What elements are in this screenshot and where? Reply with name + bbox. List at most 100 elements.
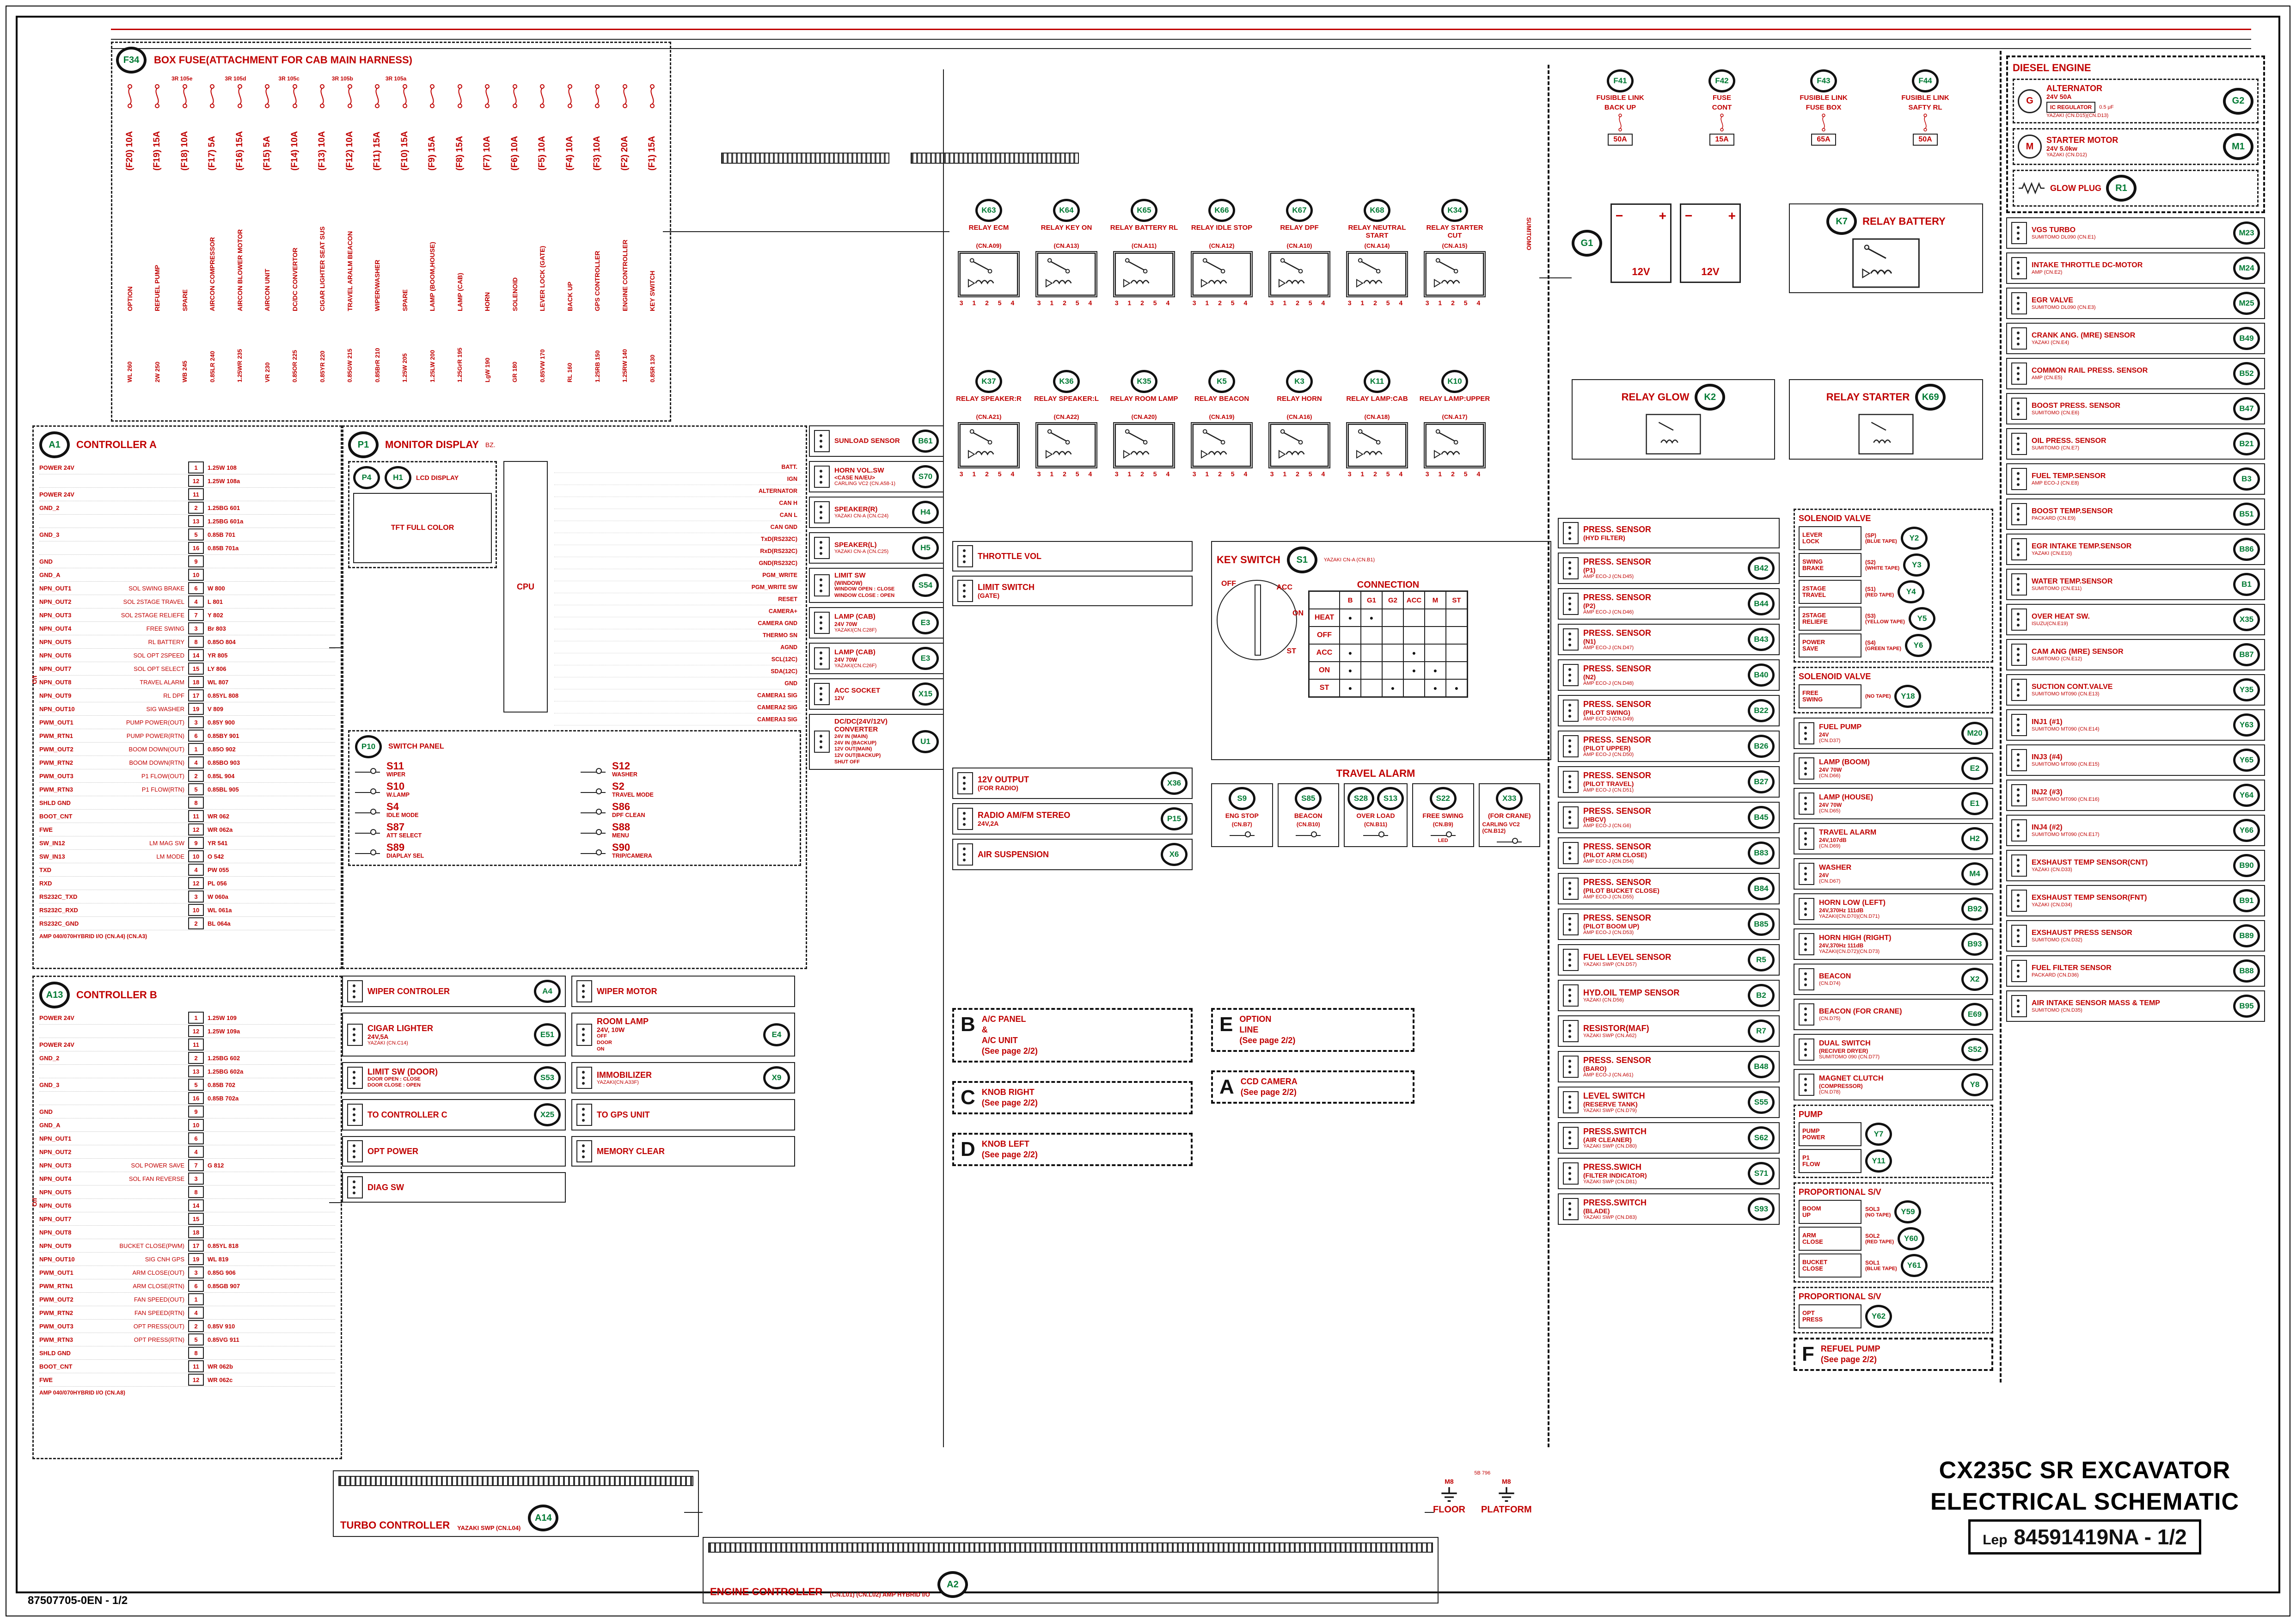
travel-alarm-switch-group: TRAVEL ALARM S9 ENG STOP (CN.B7) S85	[1211, 768, 1540, 847]
connection-table-title: CONNECTION	[1357, 580, 1420, 590]
connector-stub-icon	[1799, 1074, 1814, 1096]
component-connector: SUMITOMO (CN.E12)	[2032, 656, 2082, 662]
pin-signal: GND_2	[39, 1054, 60, 1062]
component-name: OPT POWER	[367, 1147, 419, 1156]
dial-position-acc: ACC	[1276, 584, 1292, 591]
relay-connector: (CN.A11)	[1131, 242, 1157, 249]
component-card: PRESS. SENSOR (N1) AMP ECO-J (CN.D47) B4…	[1558, 624, 1780, 655]
connection-cell	[1382, 627, 1403, 644]
switch-card[interactable]: S22 FREE SWING (CN.B9) LED	[1412, 783, 1474, 847]
panel-switch[interactable]: S4 IDLE MODE	[355, 800, 569, 820]
radio-group: 12V OUTPUT (FOR RADIO) X36 RADIO AM/FM S…	[952, 768, 1193, 870]
connector-stub-icon	[1563, 1198, 1579, 1220]
connection-cell	[1446, 609, 1467, 627]
component-card: MAGNET CLUTCH (COMPRESSOR) (CN.D78) Y8	[1794, 1069, 1993, 1100]
component-name: PRESS. SENSOR	[1583, 842, 1652, 851]
key-switch-dial[interactable]: OFF ACC ON ST	[1217, 580, 1304, 660]
panel-switch[interactable]: S2 TRAVEL MODE	[581, 780, 794, 800]
panel-switch[interactable]: S87 ATT SELECT	[355, 820, 569, 841]
component-card: AIR SUSPENSION X6	[952, 839, 1193, 870]
panel-switch[interactable]: S89 DIAPLAY SEL	[355, 841, 569, 861]
connector-stub-icon	[576, 1104, 592, 1126]
fuse-function: BACK UP	[566, 282, 574, 311]
panel-switch[interactable]: S11 WIPER	[355, 759, 569, 780]
pin-signal: NPN_OUT9	[39, 692, 72, 699]
component-sub: 24V,370Hz 111dB	[1819, 907, 1864, 914]
component-sub: (P1)	[1583, 566, 1596, 574]
panel-switch[interactable]: S10 W.LAMP	[355, 780, 569, 800]
wire	[111, 29, 2251, 30]
valve-tape: (GREEN TAPE)	[1865, 646, 1902, 651]
component-card: CAM ANG (MRE) SENSOR SUMITOMO (CN.E12) B…	[2006, 639, 2265, 671]
component-ref: B51	[2233, 503, 2260, 526]
component-name: TO CONTROLLER C	[367, 1110, 447, 1120]
option-line: (See page 2/2)	[981, 1150, 1038, 1159]
panel-switch[interactable]: S90 TRIP/CAMERA	[581, 841, 794, 861]
switch-card[interactable]: X33 (FOR CRANE) CARLING VC2 (CN.B12)	[1478, 783, 1540, 847]
component-sub: 24V 70W	[1819, 766, 1842, 773]
fuse-id: (F5) 10A	[537, 136, 547, 171]
connector-stub-icon	[814, 574, 830, 597]
panel-switch[interactable]: S12 WASHER	[581, 759, 794, 780]
turbo-controller: TURBO CONTROLLER YAZAKI SWP (CN.L04) A14	[333, 1470, 699, 1537]
relay-card: K64 RELAY KEY ON (CN.A13) 3 1 2 5 4	[1030, 199, 1103, 307]
fuse-function: OPTION	[126, 286, 134, 311]
panel-switch[interactable]: S88 MENU	[581, 820, 794, 841]
fuse-item: (F9) 15A LAMP (BOOM,HOUSE) 1.25LW 200	[419, 84, 447, 417]
pin-signal: TXD	[39, 866, 51, 873]
pin-signal: BOOT_CNT	[39, 1363, 73, 1370]
component-ref: Y63	[2233, 713, 2260, 737]
relay-connector: (CN.A22)	[1053, 413, 1079, 420]
controller-pin-row: SHLD GND 8	[39, 1346, 335, 1360]
relay-icon	[1035, 422, 1097, 468]
relay-card: K37 RELAY SPEAKER:R (CN.A21) 3 1 2 5 4	[952, 370, 1025, 478]
title-line2: ELECTRICAL SCHEMATIC	[1930, 1488, 2240, 1515]
component-card: OPT POWER	[342, 1136, 566, 1167]
connector-stub-icon	[814, 466, 830, 488]
component-note-line: DOOR CLOSE : OPEN	[367, 1082, 421, 1088]
pin-number: 12	[188, 1374, 204, 1386]
relay-starter-ref: K69	[1915, 384, 1946, 411]
component-ref: A4	[534, 980, 561, 1003]
switch-card[interactable]: S9 ENG STOP (CN.B7)	[1211, 783, 1273, 847]
switch-card[interactable]: S28 S13 OVER LOAD (CN.B11)	[1344, 783, 1408, 847]
relay-pin-order: 3 1 2 5 4	[1347, 470, 1407, 478]
pin-number: 16	[188, 542, 204, 554]
component-ref: B42	[1748, 557, 1775, 580]
component-name: EGR INTAKE TEMP.SENSOR	[2032, 542, 2132, 551]
title-block: CX235C SR EXCAVATOR ELECTRICAL SCHEMATIC…	[1914, 1456, 2256, 1554]
valve-tape: (BLUE TAPE)	[1865, 1266, 1897, 1272]
connector-stub-icon	[1563, 913, 1579, 935]
connection-column: B	[1340, 591, 1361, 609]
controller-pin-row: POWER 24V 11	[39, 1038, 335, 1051]
ground-symbols: M8 FLOOR M8 P	[1433, 1478, 1532, 1515]
switch-label: MENU	[612, 832, 629, 839]
relay-battery: K7 RELAY BATTERY	[1789, 203, 1983, 293]
component-ref: B49	[2233, 327, 2260, 350]
connection-cell	[1446, 644, 1467, 662]
component-card: MEMORY CLEAR	[571, 1136, 795, 1167]
fuse-wire: 2W 250	[153, 362, 161, 382]
relay-name: RELAY LAMP:CAB	[1346, 395, 1408, 403]
fuse-icon	[127, 84, 132, 108]
fusible-link-sub: BACK UP	[1604, 103, 1636, 111]
component-name: LAMP (BOOM)	[1819, 758, 1870, 767]
switch-id: S2	[612, 780, 625, 792]
valve-line2: PRESS	[1802, 1316, 1823, 1323]
controller-pin-row: RXD 12 PL 056	[39, 877, 335, 890]
panel-switch[interactable]: S86 DPF CLEAN	[581, 800, 794, 820]
pin-function: SIG WASHER	[146, 705, 184, 713]
component-connector: YAZAKI(CN.C26F)	[834, 663, 877, 669]
fusible-link-ref: F42	[1708, 69, 1735, 92]
valve-line1: SWING	[1802, 558, 1823, 565]
switch-card[interactable]: S85 BEACON (CN.B10)	[1277, 783, 1339, 847]
valve-line1: ARM	[1802, 1231, 1816, 1239]
fuse-function: SPARE	[401, 289, 409, 311]
valve-line2: SAVE	[1802, 645, 1818, 652]
free-swing-title: SOLENOID VALVE	[1799, 672, 1871, 681]
valve-ref: Y61	[1900, 1254, 1928, 1277]
connection-cell	[1361, 662, 1382, 679]
component-ref: X36	[1161, 772, 1188, 795]
